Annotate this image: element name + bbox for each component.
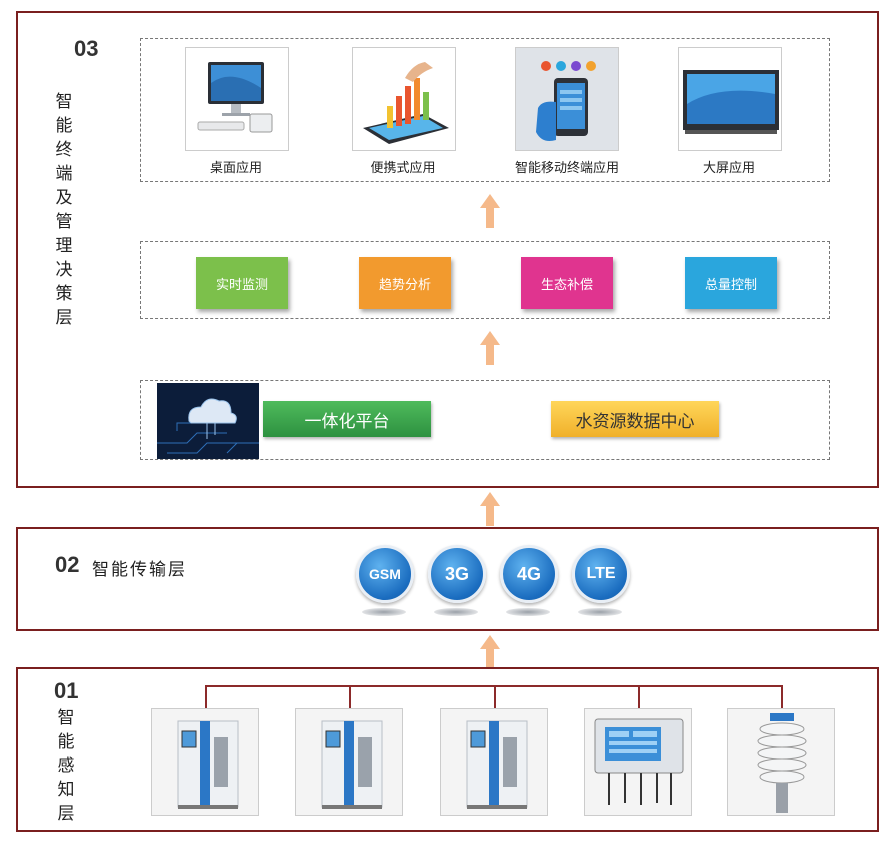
function-total-control: 总量控制	[685, 257, 777, 309]
terminal-mobile-label: 智能移动终端应用	[514, 161, 619, 176]
water-analyzer-cabinet-icon	[295, 708, 403, 816]
layer-03-title: 智能终端及管理决策层	[55, 92, 73, 328]
weather-sensor-icon	[727, 708, 835, 816]
gsm-shadow	[362, 608, 406, 616]
terminal-desktop-label: 桌面应用	[209, 161, 262, 176]
up-arrow-icon	[480, 492, 500, 526]
device-connector	[349, 685, 351, 709]
device-connector	[781, 685, 783, 709]
up-arrow-icon	[480, 635, 500, 669]
water-analyzer-cabinet-icon	[151, 708, 259, 816]
device-connector	[494, 685, 496, 709]
function-eco-compensation: 生态补偿	[521, 257, 613, 309]
up-arrow-icon	[480, 331, 500, 365]
4g-badge: 4G	[500, 545, 558, 603]
cloud-circuit-icon	[157, 383, 259, 459]
water-analyzer-cabinet-icon	[440, 708, 548, 816]
terminal-desktop: 桌面应用	[185, 47, 289, 176]
function-trend-analysis: 趋势分析	[359, 257, 451, 309]
layer-01-title: 智能感知层	[57, 708, 75, 824]
smartphone-hand-icon	[515, 47, 619, 151]
layer-03-number: 03	[74, 36, 99, 61]
desktop-computer-icon	[185, 47, 289, 151]
up-arrow-icon	[480, 194, 500, 228]
platform-row-frame	[140, 380, 830, 460]
layer-01-number: 01	[54, 678, 79, 703]
layer-02-title: 智能传输层	[92, 560, 187, 580]
multi-parameter-controller-icon	[584, 708, 692, 816]
large-screen-icon	[678, 47, 782, 151]
3g-badge: 3G	[428, 545, 486, 603]
function-realtime-monitoring: 实时监测	[196, 257, 288, 309]
function-row-frame	[140, 241, 830, 319]
gsm-badge: GSM	[356, 545, 414, 603]
terminal-row-frame	[140, 38, 830, 182]
terminal-portable: 便携式应用	[352, 47, 456, 176]
device-connector	[205, 685, 207, 709]
layer-02-number: 02	[55, 552, 80, 577]
lte-shadow	[578, 608, 622, 616]
terminal-large-screen: 大屏应用	[678, 47, 782, 176]
terminal-mobile: 智能移动终端应用	[515, 47, 619, 176]
terminal-large-screen-label: 大屏应用	[702, 161, 755, 176]
tablet-chart-icon	[352, 47, 456, 151]
3g-shadow	[434, 608, 478, 616]
4g-shadow	[506, 608, 550, 616]
device-bus-line	[205, 685, 782, 687]
terminal-portable-label: 便携式应用	[370, 161, 436, 176]
device-connector	[638, 685, 640, 709]
lte-badge: LTE	[572, 545, 630, 603]
integrated-platform-label: 一体化平台	[263, 401, 431, 437]
water-data-center-label: 水资源数据中心	[551, 401, 719, 437]
